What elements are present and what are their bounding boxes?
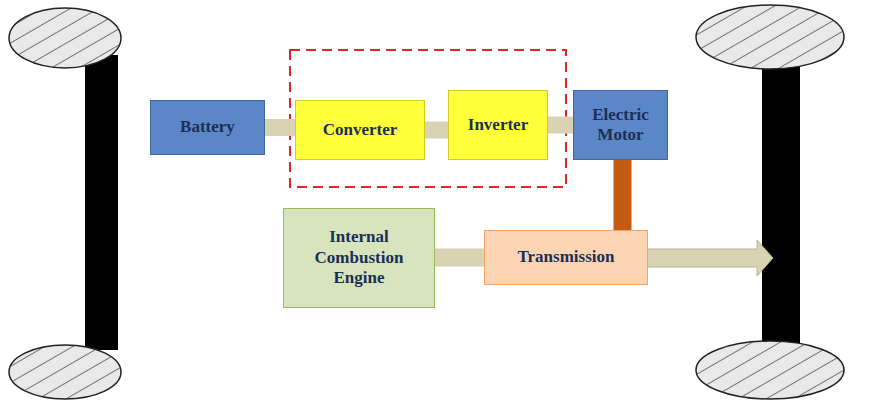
node-label: Converter xyxy=(323,120,398,140)
power-electronics-group xyxy=(290,50,566,187)
wheel xyxy=(9,8,121,68)
battery-box: Battery xyxy=(150,100,265,155)
converter-box: Converter xyxy=(295,100,425,160)
power-link xyxy=(614,160,632,230)
axle xyxy=(762,55,800,350)
motor-box: Electric Motor xyxy=(573,90,668,160)
wheel xyxy=(696,341,844,399)
wheel xyxy=(9,345,121,399)
power-link xyxy=(435,249,484,267)
power-link xyxy=(425,122,448,139)
power-link xyxy=(548,117,573,134)
node-label: Inverter xyxy=(468,115,528,135)
node-label: Battery xyxy=(180,117,235,137)
wheel xyxy=(696,5,844,69)
node-label: Electric Motor xyxy=(582,105,659,146)
node-label: Transmission xyxy=(518,247,615,267)
engine-box: Internal Combustion Engine xyxy=(283,208,435,308)
power-link xyxy=(265,119,295,136)
axle xyxy=(85,55,118,350)
transmission-box: Transmission xyxy=(484,230,648,285)
node-label: Internal Combustion Engine xyxy=(292,227,426,288)
inverter-box: Inverter xyxy=(448,90,548,160)
drive-arrow xyxy=(640,240,773,276)
